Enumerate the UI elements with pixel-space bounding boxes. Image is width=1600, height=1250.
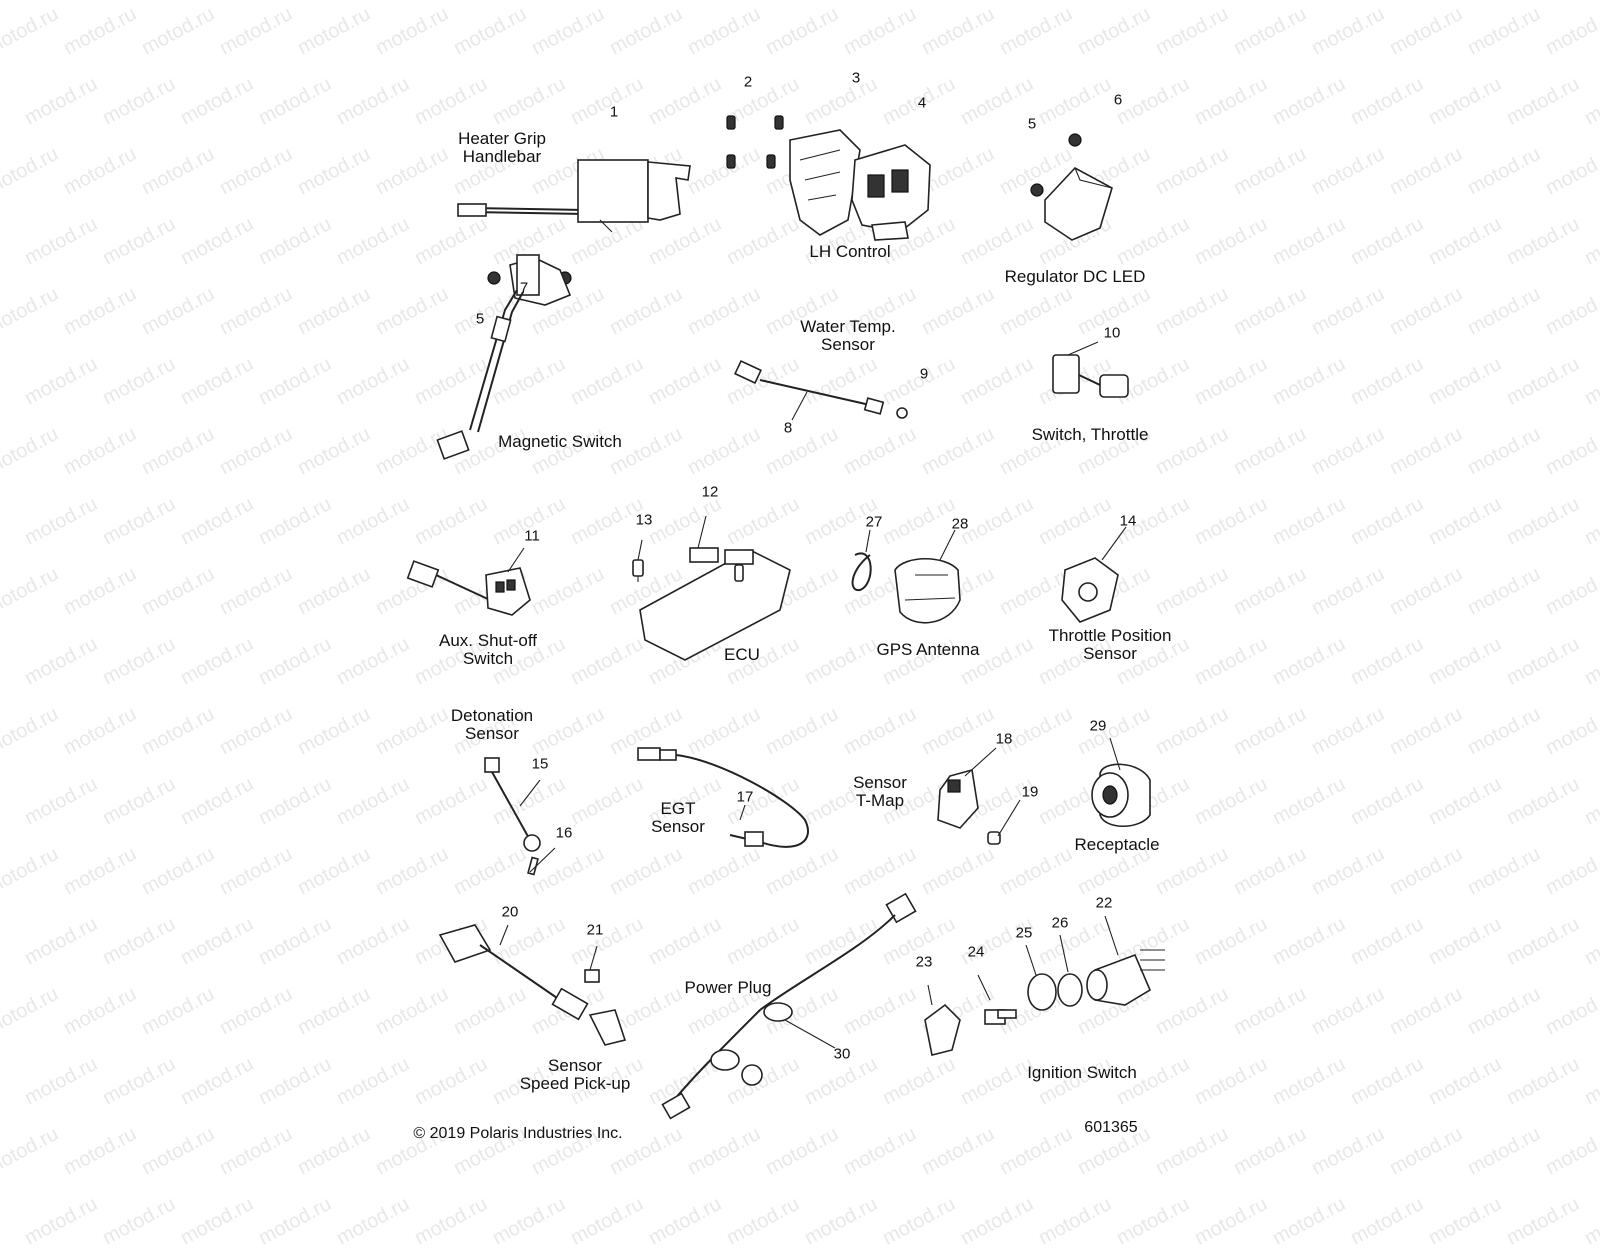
callout-8: 8 [783,419,793,437]
power-plug-drawing [661,892,917,1120]
watermark-text: motod.ru [333,1192,414,1250]
callout-6: 6 [1113,91,1123,109]
label-tps: Throttle Position Sensor [1048,626,1172,663]
label-throttle-switch: Switch, Throttle [1031,425,1149,444]
throttle-switch-drawing [1052,341,1129,398]
label-tmap-sensor: Sensor T-Map [853,773,907,810]
speed-sensor-drawing [438,924,627,1046]
callout-15: 15 [531,755,549,773]
label-gps-antenna: GPS Antenna [876,640,980,659]
aux-shutoff-drawing [406,547,531,616]
regulator-drawing [1030,133,1113,241]
watermark-text: motod.ru [1425,1192,1506,1250]
label-speed-sensor: Sensor Speed Pick-up [519,1056,631,1093]
water-temp-sensor-drawing [734,359,908,421]
egt-sensor-drawing [637,747,809,848]
callout-25: 25 [1015,924,1033,942]
watermark-text: motod.ru [1347,1192,1428,1250]
callout-2: 2 [743,73,753,91]
detonation-sensor-drawing [484,757,556,876]
callout-23: 23 [915,953,933,971]
callout-19: 19 [1021,783,1039,801]
callout-3: 3 [851,69,861,87]
watermark-text: motod.ru [1503,1192,1584,1250]
ecu-drawing [632,515,791,661]
watermark-text: motod.ru [645,1192,726,1250]
watermark-text: motod.ru [1035,1192,1116,1250]
watermark-text: motod.ru [411,1192,492,1250]
callout-27: 27 [865,513,883,531]
magnetic-switch-drawing [436,254,572,460]
label-aux-shutoff: Aux. Shut-off Switch [439,631,537,668]
label-ecu: ECU [724,645,760,664]
watermark-text: motod.ru [489,1192,570,1250]
label-power-plug: Power Plug [684,978,772,997]
gps-antenna-drawing [851,529,961,624]
callout-22: 22 [1095,894,1113,912]
label-receptacle: Receptacle [1074,835,1160,854]
callout-7: 7 [519,279,529,297]
heater-grip-drawing [457,159,691,233]
callout-24: 24 [967,943,985,961]
label-heater-grip: Heater Grip Handlebar [458,129,546,166]
tps-drawing [1061,526,1127,623]
watermark-text: motod.ru [1113,1192,1194,1250]
callout-10: 10 [1103,324,1121,342]
label-egt-sensor: EGT Sensor [651,799,705,836]
watermark-text: motod.ru [723,1192,804,1250]
watermark-text: motod.ru [1269,1192,1350,1250]
callout-21: 21 [586,921,604,939]
watermark-text: motod.ru [99,1192,180,1250]
callout-16: 16 [555,824,573,842]
label-regulator: Regulator DC LED [1004,267,1146,286]
watermark-text: motod.ru [177,1192,258,1250]
callout-4: 4 [917,94,927,112]
callout-17: 17 [736,788,754,806]
watermark-text: motod.ru [567,1192,648,1250]
label-detonation-sensor: Detonation Sensor [450,706,534,743]
tmap-sensor-drawing [937,747,1021,845]
diagram-artwork [406,115,1165,1120]
label-magnetic-switch: Magnetic Switch [498,432,622,451]
watermark-text: motod.ru [1191,1192,1272,1250]
callout-13: 13 [635,511,653,529]
watermark-text: motod.ru [21,1192,102,1250]
callout-30: 30 [833,1045,851,1063]
callout-20: 20 [501,903,519,921]
watermark-text: motod.ru [801,1192,882,1250]
watermark-text: motod.ru [1581,1192,1600,1250]
callout-5b: 5 [475,310,485,328]
watermark-text: motod.ru [255,1192,336,1250]
callout-29: 29 [1089,717,1107,735]
callout-9: 9 [919,365,929,383]
lh-control-drawing [726,115,931,241]
copyright-notice: © 2019 Polaris Industries Inc. [413,1125,623,1142]
callout-1: 1 [609,103,619,121]
label-lh-control: LH Control [809,242,891,261]
label-ignition-switch: Ignition Switch [1027,1063,1137,1082]
diagram-id: 601365 [1084,1119,1138,1136]
callout-12: 12 [701,483,719,501]
callout-28: 28 [951,515,969,533]
callout-11: 11 [524,527,540,545]
callout-14: 14 [1119,512,1137,530]
callout-5: 5 [1027,115,1037,133]
callout-18: 18 [995,730,1013,748]
receptacle-drawing [1091,737,1151,827]
callout-26: 26 [1051,914,1069,932]
watermark-text: motod.ru [879,1192,960,1250]
ignition-switch-drawing [924,915,1165,1056]
label-water-temp-sensor: Water Temp. Sensor [800,317,896,354]
watermark-text: motod.ru [957,1192,1038,1250]
